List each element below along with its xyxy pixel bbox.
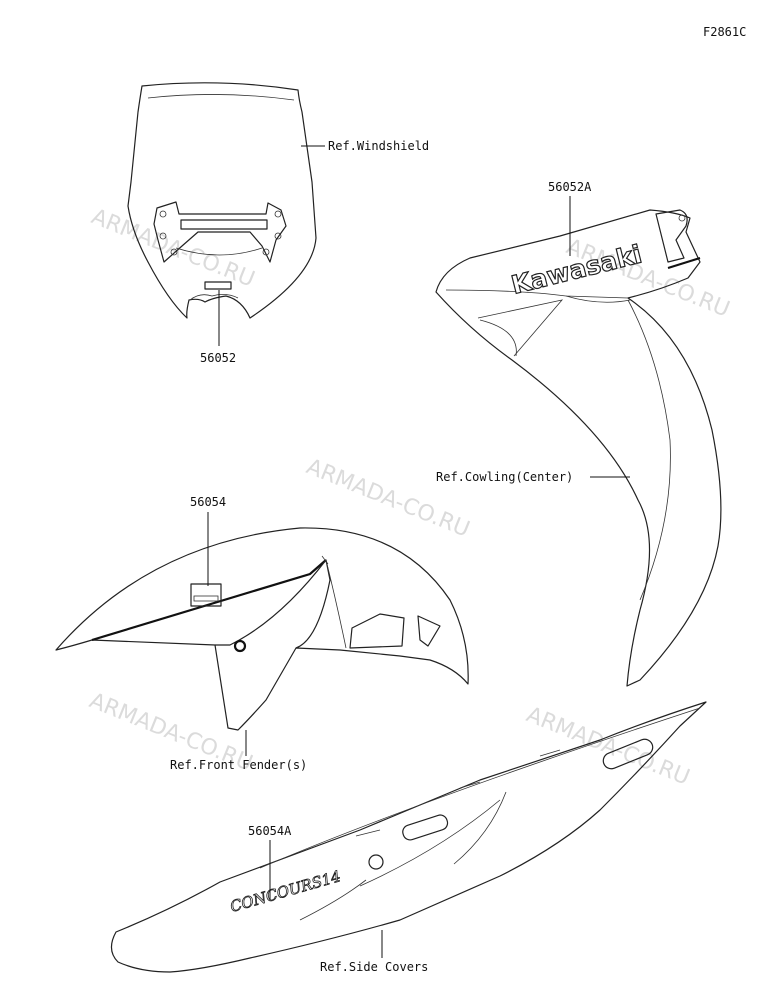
label-56052: 56052 <box>200 351 236 365</box>
windshield-illustration <box>127 82 317 319</box>
side-cover-lower-line <box>299 879 367 921</box>
side-cover-edge-line <box>355 829 381 837</box>
label-side-cover-ref: Ref.Side Covers <box>320 960 428 974</box>
windshield-outline <box>127 82 317 319</box>
fender-decal <box>190 583 222 607</box>
side-cover-inner-line <box>359 799 501 887</box>
cowling-inner-crease <box>477 299 564 357</box>
side-cover-panel-line <box>453 791 507 865</box>
fender-black-stripe <box>91 559 327 642</box>
fender-outline <box>55 527 469 731</box>
side-cover-outline <box>110 701 707 973</box>
front-fender-illustration <box>55 527 469 731</box>
fender-bracket <box>349 613 405 649</box>
cowling-bracket-hole <box>678 214 686 222</box>
cowling-stripe <box>667 256 701 270</box>
side-cover-logo: CONCOURS14 <box>228 867 343 916</box>
windshield-notch <box>189 294 239 301</box>
label-fender-ref: Ref.Front Fender(s) <box>170 758 307 772</box>
cowling-bracket <box>655 209 688 263</box>
windshield-top-edge <box>147 94 295 101</box>
label-56054A: 56054A <box>248 824 292 838</box>
fender-decal-band <box>193 595 219 602</box>
bracket-hole <box>170 248 178 256</box>
side-cover-slot <box>402 814 449 841</box>
fender-side-panel <box>215 559 331 649</box>
fender-tab <box>417 615 441 647</box>
side-cover-edge-line <box>459 781 481 789</box>
bracket-hole <box>262 248 270 256</box>
cowling-side-line <box>565 295 631 303</box>
side-cover-top-line <box>259 707 701 869</box>
figure-code: F2861C <box>703 25 746 39</box>
fender-tip <box>321 555 329 565</box>
cowling-top-crease <box>445 289 629 299</box>
bracket-hole <box>274 210 282 218</box>
windshield-lower-line <box>175 247 263 256</box>
label-windshield-ref: Ref.Windshield <box>328 139 429 153</box>
bracket-hole <box>159 232 167 240</box>
cowling-lower-curve <box>627 299 671 601</box>
label-56052A: 56052A <box>548 180 592 194</box>
watermark: ARMADA-CO.RU <box>88 204 258 292</box>
windshield-bracket-bar <box>180 219 268 230</box>
label-cowling-ref: Ref.Cowling(Center) <box>436 470 573 484</box>
side-cover-edge-line <box>539 749 561 757</box>
label-56054: 56054 <box>190 495 226 509</box>
watermark-layer: ARMADA-CO.RU ARMADA-CO.RU ARMADA-CO.RU A… <box>86 204 733 790</box>
windshield-decal <box>204 281 232 290</box>
cowling-panel-line <box>479 319 517 357</box>
watermark: ARMADA-CO.RU <box>523 702 693 790</box>
cowling-illustration: Kawasaki <box>435 209 722 687</box>
fender-inner-line <box>325 559 347 649</box>
cowling-outline <box>435 209 722 687</box>
windshield-bracket <box>153 201 287 263</box>
fender-hole <box>233 639 247 653</box>
bracket-hole <box>274 232 282 240</box>
bracket-hole <box>159 210 167 218</box>
side-cover-slot <box>602 738 654 770</box>
side-cover-hole <box>368 854 384 870</box>
